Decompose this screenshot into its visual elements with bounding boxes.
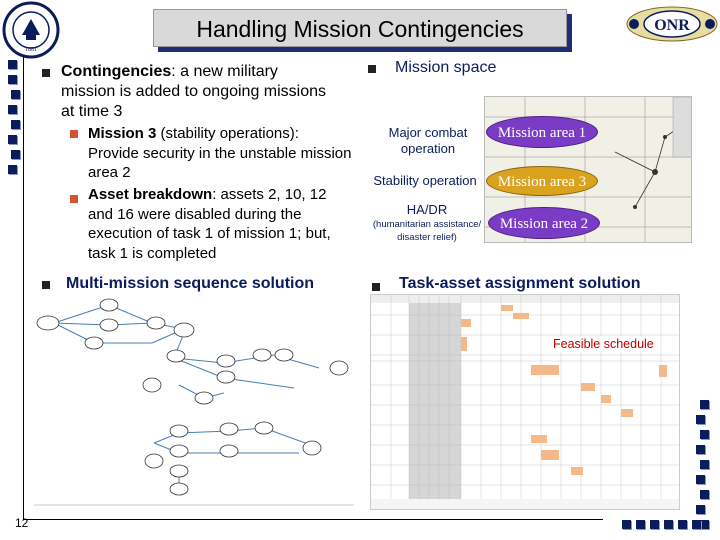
asset-breakdown-term: Asset breakdown <box>88 186 213 203</box>
decorative-squares-right <box>696 400 709 529</box>
page-number: 12 <box>15 516 29 530</box>
bullet-marker <box>368 65 376 73</box>
onr-logo-icon: ONR <box>626 6 718 42</box>
slide-title: Handling Mission Contingencies <box>196 16 524 42</box>
contingencies-text: : a new military mission is added to ong… <box>61 63 327 120</box>
decorative-squares-left-top <box>8 60 20 174</box>
mission3-term: Mission 3 <box>88 125 157 142</box>
contingencies-term: Contingencies <box>61 63 172 80</box>
task-asset-schedule-table <box>370 294 680 510</box>
decorative-squares-bottom <box>622 520 701 529</box>
hadr-detail-label: (humanitarian assistance/ disaster relie… <box>372 219 482 243</box>
svg-text:ONR: ONR <box>654 17 690 34</box>
mission3-sub-bullet: Mission 3 (stability operations): Provid… <box>88 125 352 181</box>
bottom-divider-line <box>23 519 603 520</box>
stability-operation-label: Stability operation <box>373 173 477 188</box>
mission-space-map: Mission area 1 Mission area 3 Mission ar… <box>484 96 692 243</box>
mission3-text: ): Provide security in the unstable miss… <box>88 125 352 181</box>
bullet-marker <box>42 281 50 289</box>
mission-area-1: Mission area 1 <box>486 116 598 148</box>
bullet-marker <box>372 283 380 291</box>
multi-mission-heading: Multi-mission sequence solution <box>66 275 315 292</box>
title-banner: Handling Mission Contingencies <box>153 9 567 47</box>
left-divider-line <box>23 50 24 520</box>
mission-area-2: Mission area 2 <box>488 207 600 239</box>
multi-mission-sequence-diagram <box>34 293 354 511</box>
hadr-label: HA/DR <box>406 202 448 217</box>
uconn-seal-icon: 1881 <box>2 1 60 59</box>
svg-text:1881: 1881 <box>25 47 37 53</box>
feasible-schedule-label: Feasible schedule <box>551 336 656 352</box>
stability-operations-term: stability operations <box>165 125 290 142</box>
sub-bullet-marker <box>70 130 78 138</box>
bullet-marker <box>42 69 50 77</box>
asset-breakdown-sub-bullet: Asset breakdown: assets 2, 10, 12 and 16… <box>88 185 353 263</box>
task-asset-heading: Task-asset assignment solution <box>399 275 641 292</box>
major-combat-label: Major combat operation <box>388 125 468 156</box>
asset-breakdown-text: : assets 2, 10, 12 and 16 were disabled … <box>88 186 331 262</box>
mission-area-3: Mission area 3 <box>486 166 598 196</box>
sub-bullet-marker <box>70 195 78 203</box>
mission-space-heading: Mission space <box>395 59 497 76</box>
contingencies-bullet: Contingencies: a new military mission is… <box>61 62 331 122</box>
